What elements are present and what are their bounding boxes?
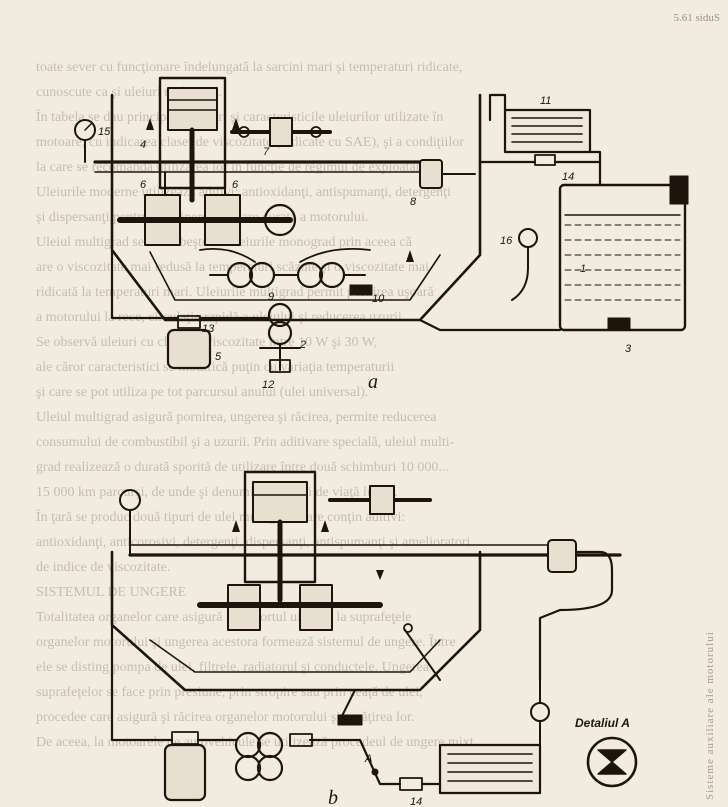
sump-b — [110, 550, 482, 692]
point-a — [371, 768, 379, 776]
oil-pump-b1 — [234, 731, 262, 759]
callout-14: 14 — [562, 171, 574, 183]
piston-b — [252, 481, 308, 523]
sump-a-inner — [149, 251, 441, 301]
callout-3: 3 — [625, 343, 632, 355]
callout-7: 7 — [263, 146, 270, 158]
oil-cooler-11 — [503, 108, 592, 154]
caption-b: b — [328, 787, 338, 807]
callout-15: 15 — [98, 126, 111, 138]
callout-10: 10 — [372, 293, 385, 305]
callout-13: 13 — [202, 323, 215, 335]
flow-arrows — [146, 118, 414, 580]
pump-10a — [296, 261, 324, 289]
callout-6a: 6 — [140, 179, 147, 191]
callout-8: 8 — [410, 196, 417, 208]
oil-pump-2 — [267, 302, 293, 328]
callout-12: 12 — [262, 379, 274, 391]
relief-valve-b — [289, 733, 313, 747]
thermo-valve-14b — [399, 777, 423, 791]
callout-11: 11 — [540, 95, 551, 107]
relief-valve-12 — [269, 359, 291, 373]
piston-a — [167, 87, 218, 131]
callout-4: 4 — [140, 139, 146, 151]
fine-filter-8 — [419, 159, 443, 189]
detail-a-label: Detaliul A — [575, 716, 630, 730]
detail-a-valve — [597, 749, 627, 775]
oil-cooler-b — [438, 743, 542, 795]
drain-3 — [607, 317, 631, 331]
callouts-a: 15 4 7 6 6 8 11 14 1 16 9 10 13 2 3 5 12 — [98, 95, 632, 391]
oil-tank-1 — [558, 183, 687, 332]
callout-5: 5 — [215, 351, 222, 363]
pressure-gauge-16 — [518, 228, 538, 248]
coarse-filter-b — [163, 743, 207, 802]
coarse-filter-5 — [166, 328, 212, 370]
pump-9a — [226, 261, 254, 289]
caption-a: a — [368, 371, 378, 393]
fine-filter-b — [547, 539, 577, 573]
pressure-gauge-b — [119, 489, 141, 511]
bypass-valve-13 — [177, 315, 201, 329]
callout-9: 9 — [268, 291, 274, 303]
sump-a — [110, 93, 482, 322]
flywheel-a — [263, 203, 297, 237]
callout-2: 2 — [299, 339, 306, 351]
page-number: 5.61 siduS — [673, 12, 720, 24]
pressure-gauge-b2 — [530, 702, 550, 722]
filler-cap — [669, 175, 689, 205]
callout-1: 1 — [580, 263, 586, 275]
callout-6b: 6 — [232, 179, 239, 191]
callout-16: 16 — [500, 235, 513, 247]
detail-a-circle — [586, 736, 638, 788]
callout-b-14: 14 — [410, 796, 422, 807]
thermo-valve-14 — [534, 154, 556, 166]
callout-b-a: A — [364, 753, 372, 765]
